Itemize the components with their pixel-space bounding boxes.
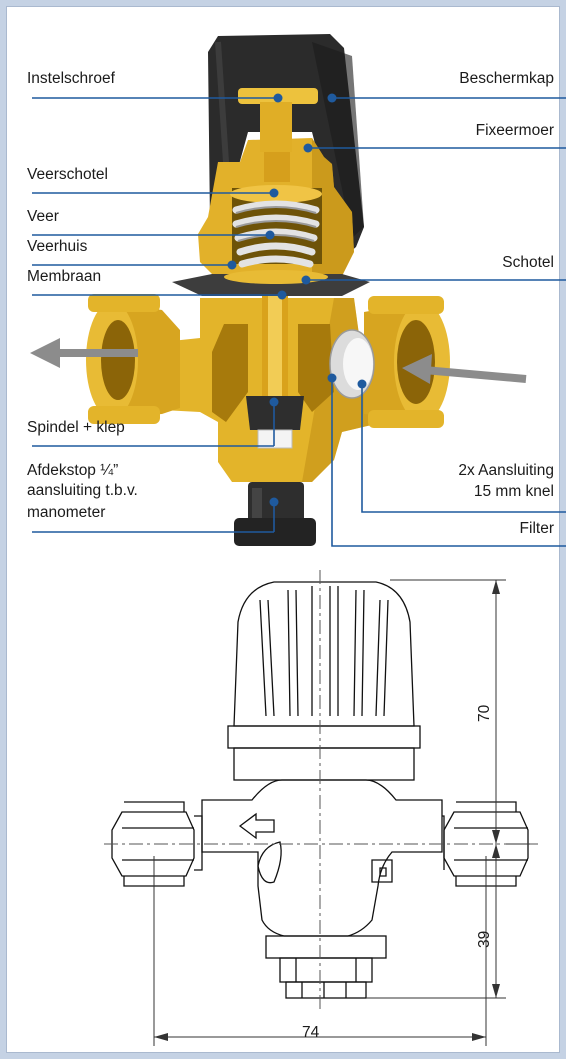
left-connection <box>86 294 180 424</box>
label-afdekstop-3: manometer <box>27 504 106 521</box>
filter <box>329 329 375 399</box>
leader-aansluiting <box>361 384 566 513</box>
dimension-height-bottom: 39 <box>476 930 493 948</box>
dimension-width: 74 <box>302 1024 320 1041</box>
label-afdekstop-1: Afdekstop ¼” <box>27 462 119 479</box>
leader-filter <box>331 378 566 547</box>
valve-disc <box>246 396 304 430</box>
right-connection <box>364 296 450 428</box>
drawing-body <box>201 779 443 937</box>
label-veerhuis: Veerhuis <box>27 238 88 255</box>
label-fixeermoer: Fixeermoer <box>475 122 554 139</box>
label-afdekstop-2: aansluiting t.b.v. <box>27 482 138 499</box>
technical-drawing <box>104 570 538 1046</box>
label-aansluiting-2: 15 mm knel <box>473 483 554 500</box>
label-filter: Filter <box>519 520 554 537</box>
drawing-left-nut <box>111 811 195 877</box>
label-schotel: Schotel <box>502 254 554 271</box>
label-beschermkap: Beschermkap <box>459 70 554 87</box>
label-veerschotel: Veerschotel <box>27 166 108 183</box>
drawing-cap <box>233 581 415 727</box>
inlet-flow-arrow <box>402 354 527 384</box>
spring <box>232 200 320 268</box>
outlet-flow-arrow <box>30 338 138 368</box>
drawing-flow-arrow <box>238 812 275 840</box>
label-instelschroef: Instelschroef <box>27 70 115 87</box>
label-membraan: Membraan <box>27 268 102 285</box>
label-aansluiting-1: 2x Aansluiting <box>458 462 554 479</box>
label-spindel: Spindel + klep <box>27 419 125 436</box>
dimension-height-top: 70 <box>476 704 493 722</box>
valve-cutaway-illustration <box>30 34 566 547</box>
label-veer: Veer <box>27 208 59 225</box>
